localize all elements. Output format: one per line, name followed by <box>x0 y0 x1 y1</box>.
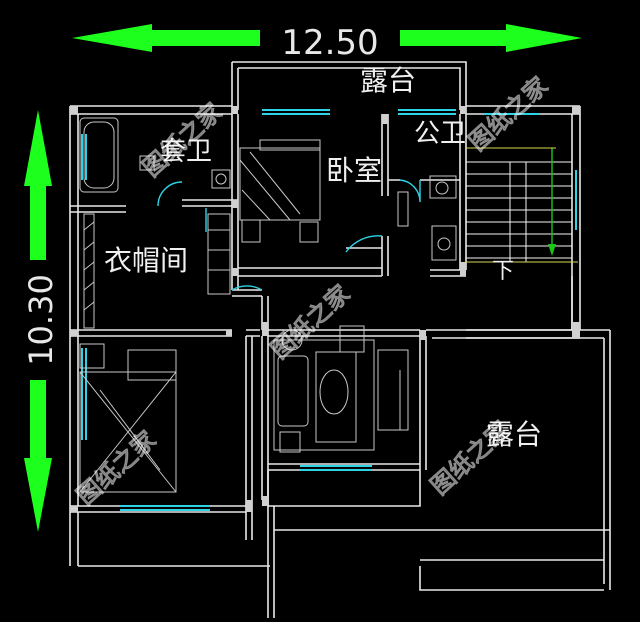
width-dimension: 12.50 <box>72 23 582 63</box>
height-dimension: 10.30 <box>22 110 60 532</box>
room-label-terrace: 露台 <box>486 418 542 451</box>
room-label-ensuite-bath: 套卫 <box>160 137 212 167</box>
width-dimension-label: 12.50 <box>281 23 378 63</box>
room-label-closet: 衣帽间 <box>104 244 188 277</box>
room-label-balcony-top: 露台 <box>360 64 416 97</box>
doors <box>157 179 421 291</box>
height-dimension-label: 10.30 <box>22 274 60 366</box>
room-label-bedroom: 卧室 <box>326 154 382 187</box>
furniture <box>79 117 457 493</box>
walls <box>69 61 611 618</box>
stair-treads <box>466 161 572 259</box>
wall-columns <box>70 106 580 512</box>
stair <box>466 147 578 263</box>
room-label-stair-down: 下 <box>492 259 514 284</box>
room-label-public-bath: 公卫 <box>414 119 466 149</box>
windows <box>81 109 577 511</box>
